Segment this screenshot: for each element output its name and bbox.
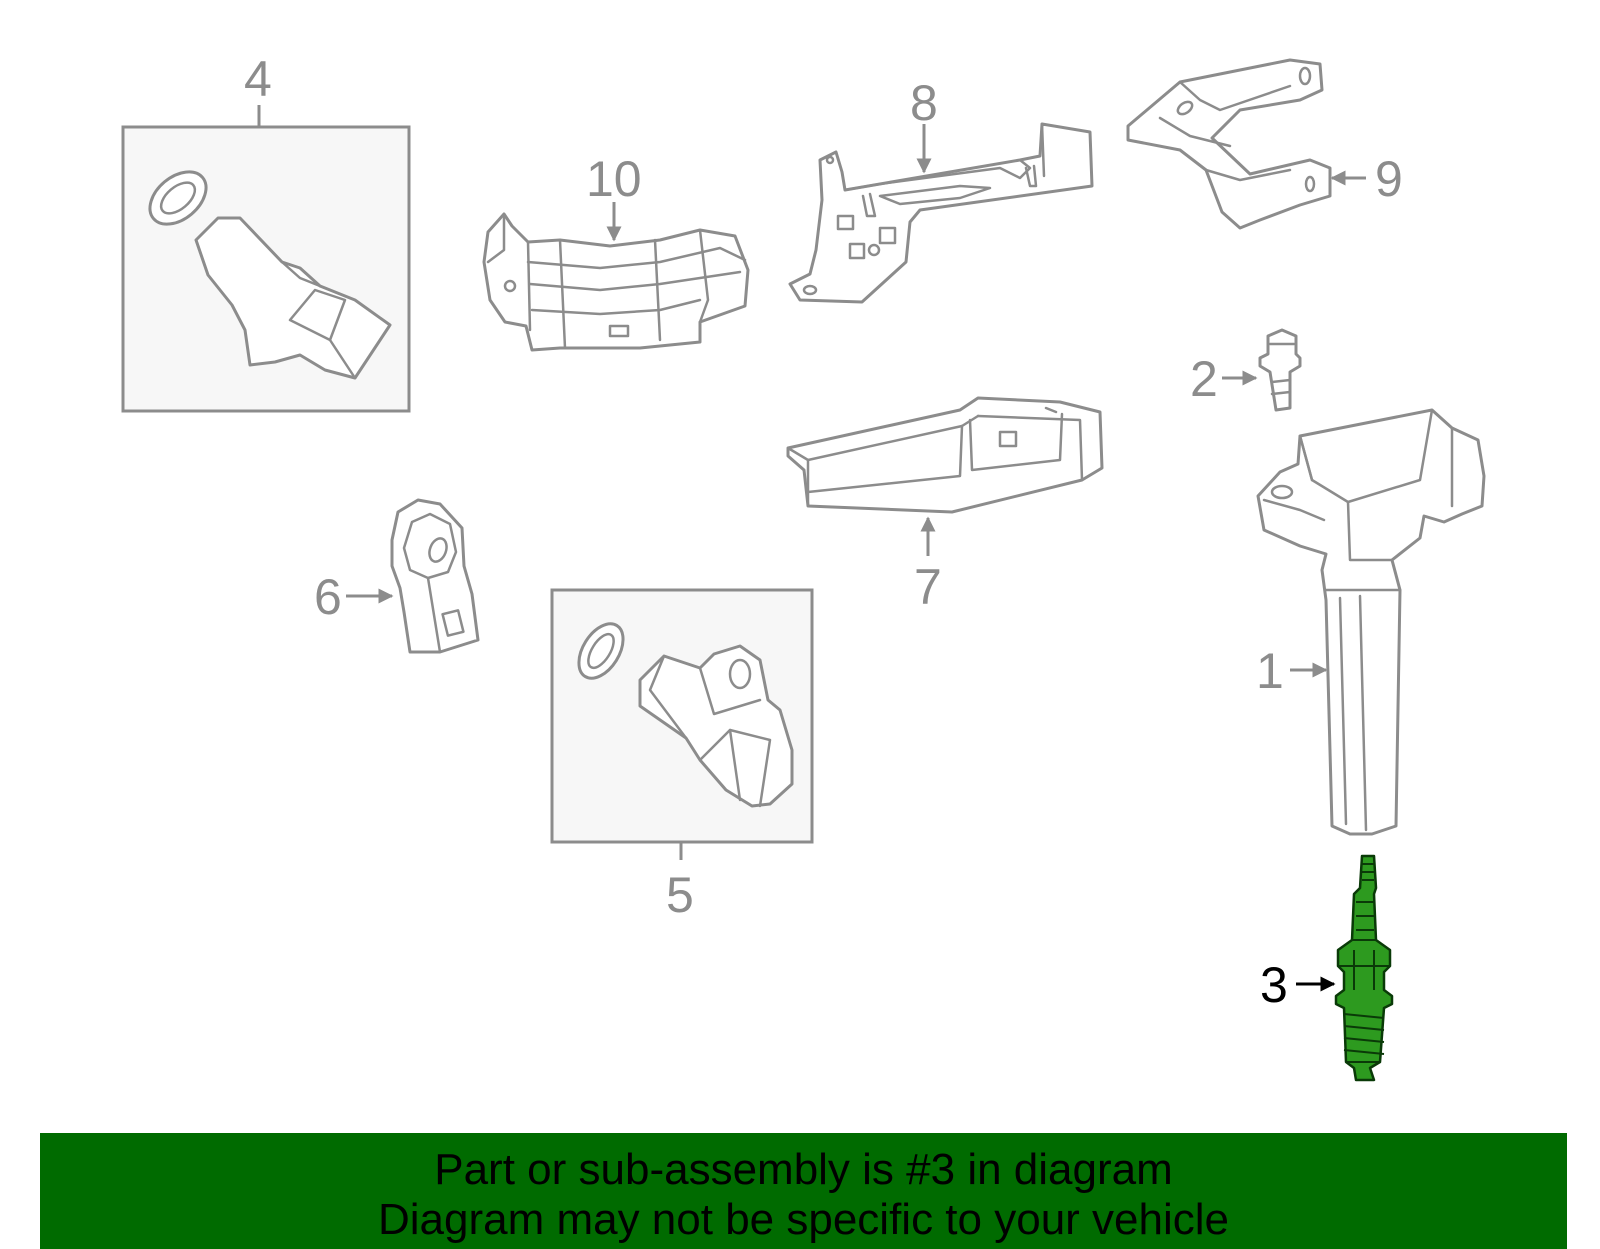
banner-part-note: Part or sub-assembly is #3 in diagram xyxy=(434,1145,1173,1194)
part-8-bracket[interactable]: 8 xyxy=(788,75,1094,304)
callout-8[interactable]: 8 xyxy=(910,75,938,131)
part-5-sensor-body xyxy=(638,644,794,808)
callout-9[interactable]: 9 xyxy=(1375,151,1403,207)
callout-10[interactable]: 10 xyxy=(586,151,642,207)
part-1-ignition-coil[interactable]: 1 xyxy=(1256,408,1486,836)
callout-5[interactable]: 5 xyxy=(666,867,694,923)
callout-3[interactable]: 3 xyxy=(1260,957,1288,1013)
callout-6[interactable]: 6 xyxy=(314,569,342,625)
part-5-oring xyxy=(577,622,625,680)
callout-7[interactable]: 7 xyxy=(914,559,942,615)
callout-1[interactable]: 1 xyxy=(1256,643,1284,699)
info-banner: Part or sub-assembly is #3 in diagram Di… xyxy=(40,1133,1567,1249)
part-6-knock-sensor[interactable]: 6 xyxy=(314,498,480,654)
part-2-bolt[interactable]: 2 xyxy=(1190,328,1302,412)
part-4-sensor-body xyxy=(194,216,392,380)
callout-4[interactable]: 4 xyxy=(244,51,272,107)
part-4-oring xyxy=(148,170,208,226)
part-9-bracket[interactable]: 9 xyxy=(1126,58,1403,230)
part-5-sensor-kit[interactable]: 5 xyxy=(550,588,814,923)
part-3-spark-plug[interactable]: 3 xyxy=(1260,854,1394,1082)
part-10-cover[interactable]: 10 xyxy=(482,151,750,352)
part-4-sensor-kit[interactable]: 4 xyxy=(121,51,411,413)
part-7-ecu[interactable]: 7 xyxy=(786,396,1104,615)
banner-disclaimer: Diagram may not be specific to your vehi… xyxy=(377,1195,1230,1244)
callout-2[interactable]: 2 xyxy=(1190,351,1218,407)
